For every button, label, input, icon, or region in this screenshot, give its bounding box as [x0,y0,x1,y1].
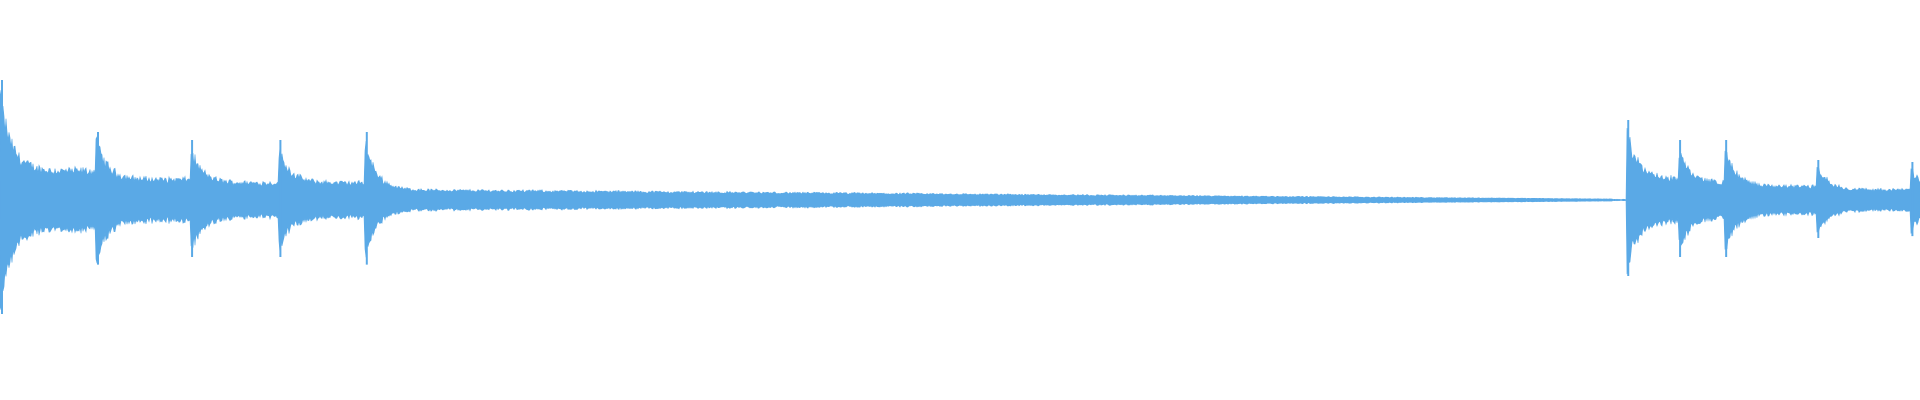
waveform-path-group [0,80,1920,314]
waveform-path [0,90,1920,310]
